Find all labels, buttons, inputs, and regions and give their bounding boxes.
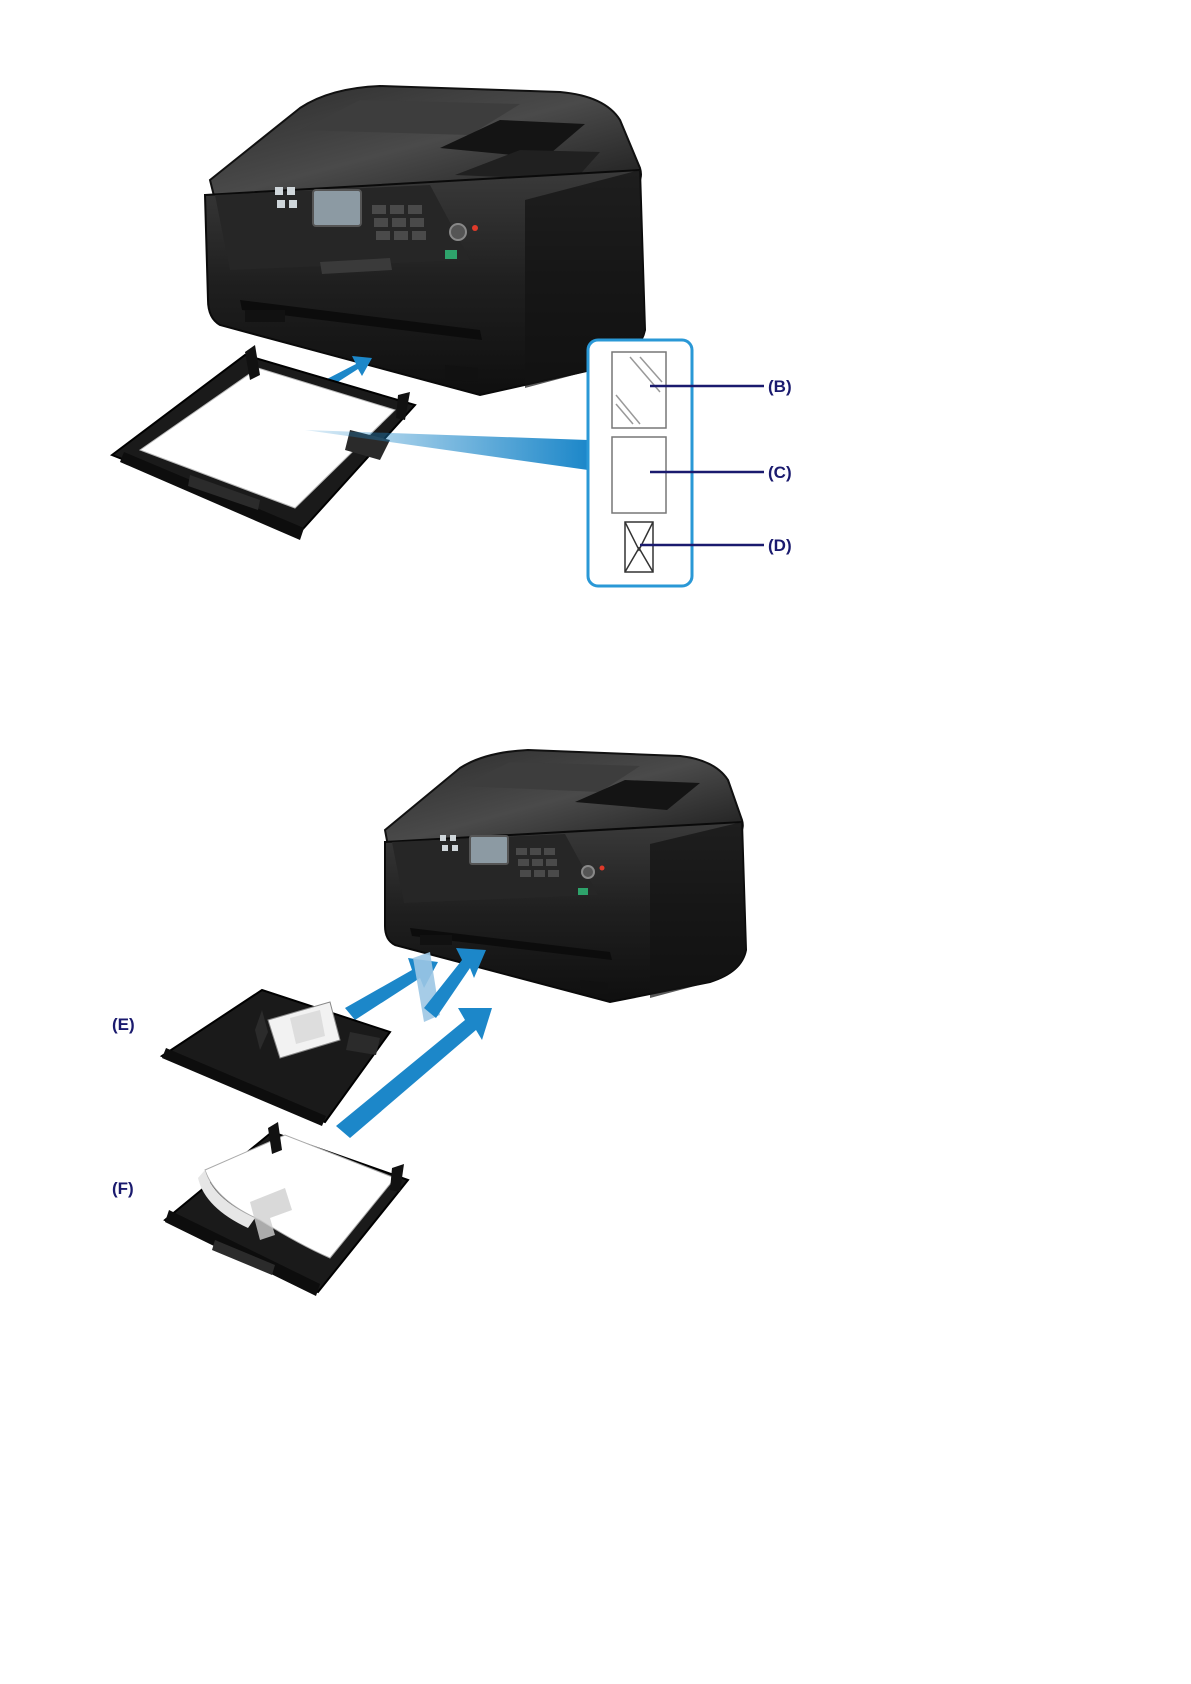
lcd-screen-icon-small bbox=[470, 836, 508, 864]
callout-label-f: (F) bbox=[112, 1179, 134, 1198]
paper-cassette-illustration bbox=[112, 345, 415, 540]
printer-illustration bbox=[205, 86, 645, 395]
callout-label-b: (B) bbox=[768, 377, 792, 396]
callout-label-e: (E) bbox=[112, 1015, 135, 1034]
callout-label-c: (C) bbox=[768, 463, 792, 482]
figure-cassette-types: (E) (F) bbox=[0, 740, 1191, 1320]
paper-orientation-callout-box bbox=[588, 340, 692, 586]
glossy-paper-icon bbox=[612, 352, 666, 428]
diagram-bottom-svg: (E) (F) bbox=[0, 740, 1191, 1320]
plain-paper-icon bbox=[612, 437, 666, 513]
cassette-lower-illustration bbox=[165, 1122, 408, 1296]
diagram-top-svg: (B) (C) (D) bbox=[0, 0, 1191, 640]
callout-label-d: (D) bbox=[768, 536, 792, 555]
envelope-icon bbox=[625, 522, 653, 572]
printer-illustration-small bbox=[385, 750, 746, 1002]
figure-load-paper-cassette: (B) (C) (D) bbox=[0, 0, 1191, 640]
lcd-screen-icon bbox=[313, 190, 361, 226]
